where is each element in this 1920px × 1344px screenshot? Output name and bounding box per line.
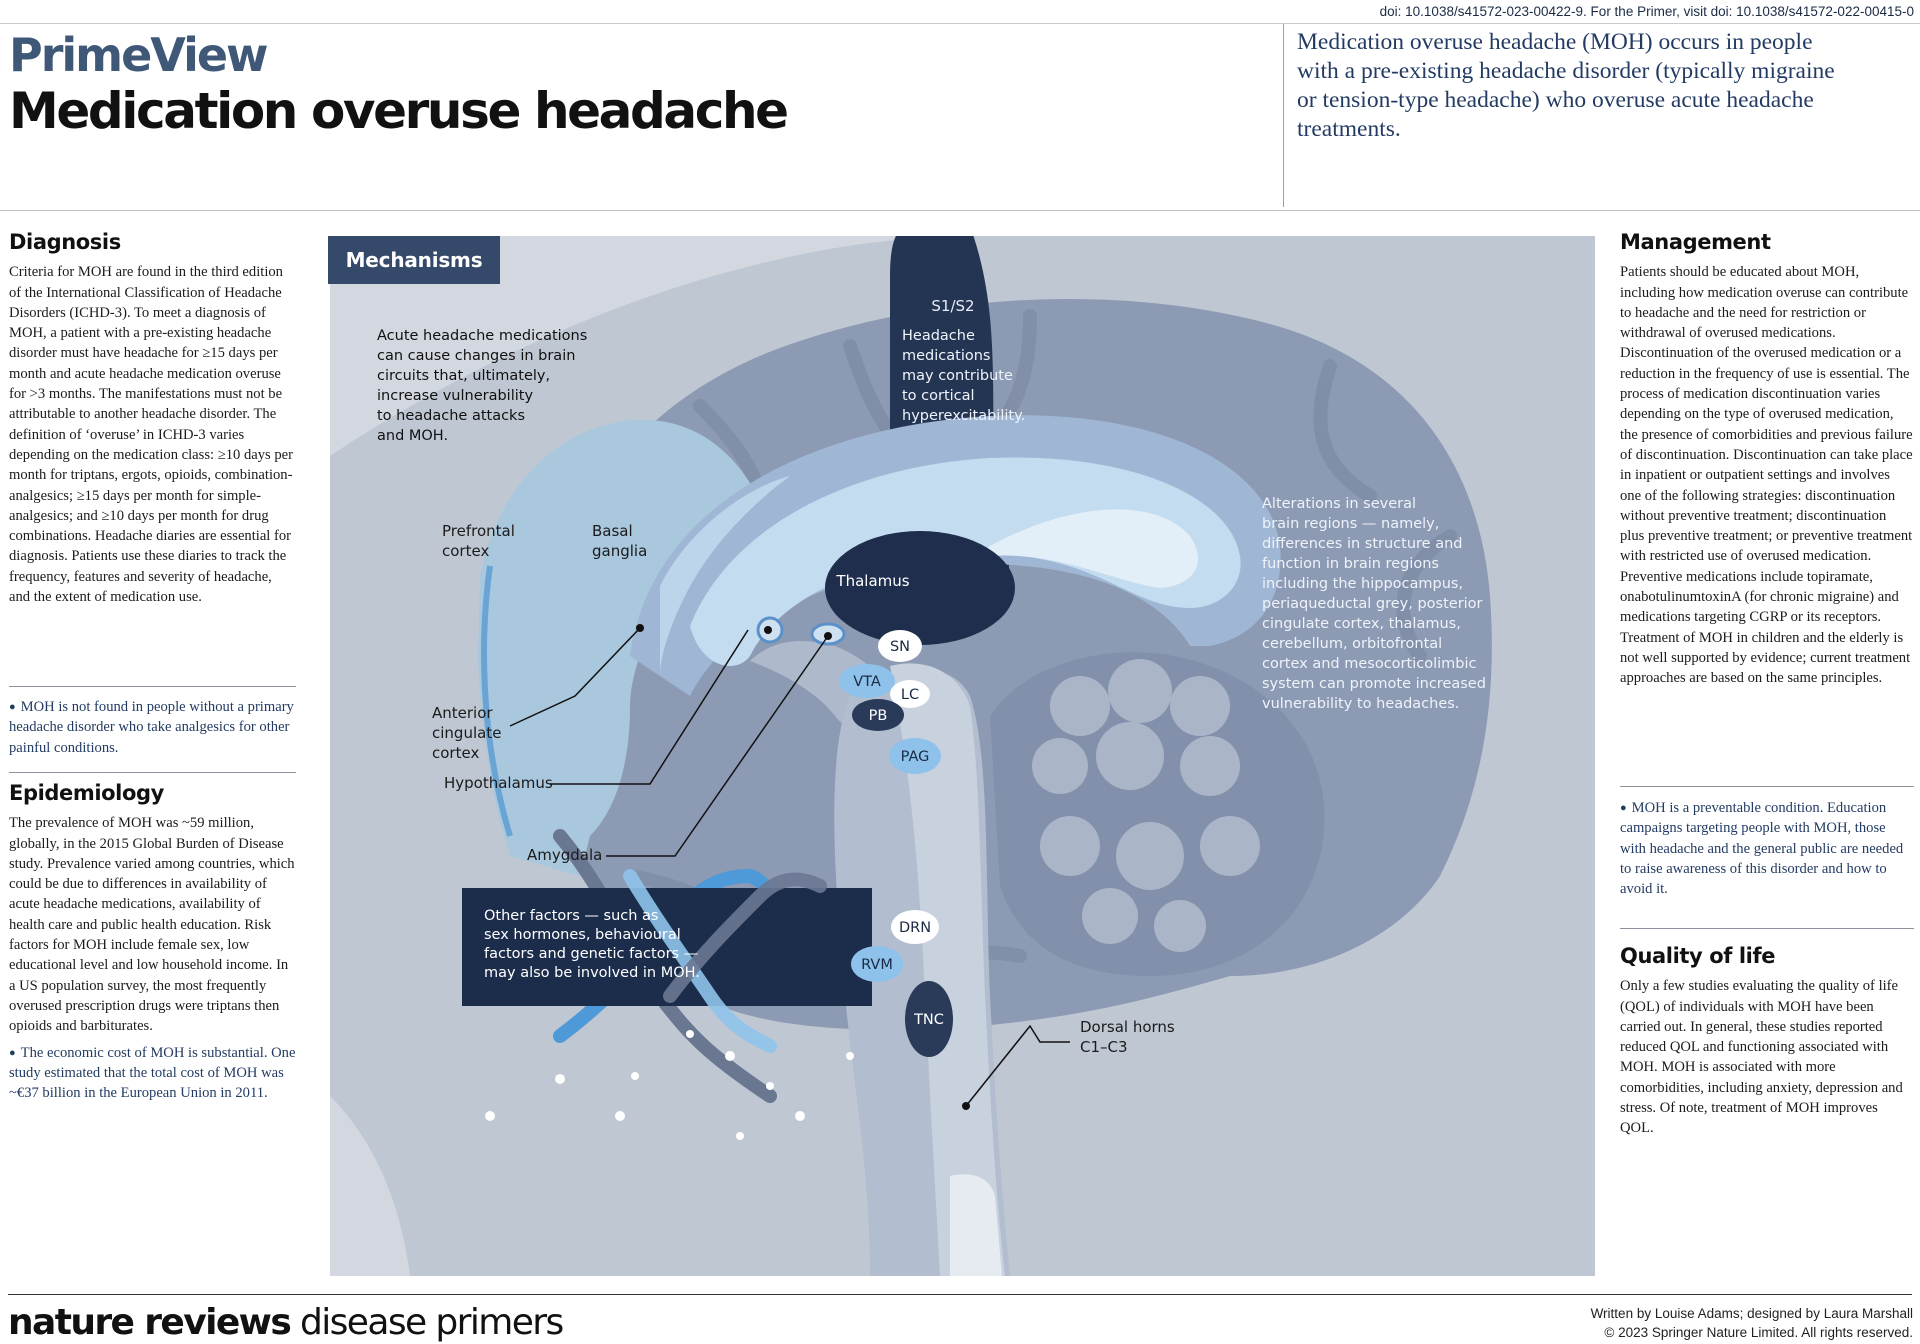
epidemiology-section: Epidemiology The prevalence of MOH was ~… — [9, 781, 296, 1104]
lc-label: LC — [901, 687, 919, 703]
diagnosis-highlight-box: MOH is not found in people without a pri… — [9, 697, 296, 758]
diagnosis-body: Criteria for MOH are found in the third … — [9, 264, 294, 606]
journal-brand: nature reviews disease primers — [8, 1302, 564, 1343]
divider — [9, 772, 296, 773]
page-title: Medication overuse headache — [9, 82, 789, 140]
lc-node — [890, 680, 930, 708]
management-body: Patients should be educated about MOH, i… — [1620, 264, 1913, 687]
vta-label: VTA — [853, 674, 881, 690]
pb-node — [852, 699, 904, 731]
divider — [0, 210, 1920, 211]
management-highlight-box: MOH is a preventable condition. Educatio… — [1620, 798, 1914, 899]
cortical-note: Headache medications may contribute to c… — [902, 328, 1025, 424]
divider — [8, 1294, 1912, 1295]
dorsal-horns-label: Dorsal horns C1–C3 — [1080, 1018, 1180, 1056]
qol-section: Quality of life Only a few studies evalu… — [1620, 944, 1914, 1139]
sn-label: SN — [890, 639, 910, 655]
diagnosis-section: Diagnosis Criteria for MOH are found in … — [9, 230, 296, 607]
dna-helix-overlay — [623, 869, 827, 1053]
tnc-node — [905, 981, 953, 1057]
acute-medications-note: Acute headache medications can cause cha… — [377, 328, 592, 444]
qol-body: Only a few studies evaluating the qualit… — [1620, 978, 1903, 1137]
section-heading: Diagnosis — [9, 230, 121, 254]
summary-text: Medication overuse headache (MOH) occurs… — [1297, 29, 1835, 142]
basal-ganglia-label: Basal ganglia — [592, 522, 647, 560]
alterations-note: Alterations in several brain regions — n… — [1262, 496, 1491, 712]
other-factors-text: Other factors — such as sex hormones, be… — [484, 908, 703, 981]
doi-line: doi: 10.1038/s41572-023-00422-9. For the… — [1379, 4, 1914, 19]
section-heading: Epidemiology — [9, 781, 164, 805]
brand-bold: nature reviews — [8, 1302, 292, 1343]
leader-lines — [509, 627, 1070, 1107]
divider — [0, 23, 1920, 24]
copyright: © 2023 Springer Nature Limited. All righ… — [1604, 1325, 1913, 1340]
prefrontal-label: Prefrontal cortex — [442, 522, 520, 560]
brain-illustration: Other factors — such as sex hormones, be… — [330, 236, 1595, 1276]
epidemiology-body: The prevalence of MOH was ~59 million, g… — [9, 815, 295, 1035]
drn-label: DRN — [899, 920, 931, 936]
management-section: Management Patients should be educated a… — [1620, 230, 1914, 689]
divider — [9, 686, 296, 687]
acc-label: Anterior cingulate cortex — [432, 704, 506, 762]
credits: Written by Louise Adams; designed by Lau… — [1313, 1304, 1913, 1342]
cerebellum-folia — [1032, 659, 1260, 952]
series-name: PrimeView — [9, 28, 269, 82]
basal-ganglia-region — [690, 457, 1241, 666]
author-credit: Written by Louise Adams; designed by Lau… — [1590, 1306, 1913, 1321]
epidemiology-highlight: The economic cost of MOH is substantial.… — [9, 1043, 296, 1104]
divider — [1620, 786, 1914, 787]
management-highlight: MOH is a preventable condition. Educatio… — [1620, 798, 1914, 899]
brand-light: disease primers — [300, 1302, 564, 1343]
section-heading: Quality of life — [1620, 944, 1776, 968]
pag-label: PAG — [901, 749, 930, 765]
pag-node — [889, 738, 941, 774]
section-heading: Management — [1620, 230, 1771, 254]
thalamus-label: Thalamus — [835, 572, 909, 590]
s1s2-label: S1/S2 — [931, 297, 974, 315]
drn-node — [891, 910, 939, 944]
vta-node — [839, 664, 895, 698]
rvm-node — [851, 946, 903, 982]
tnc-label: TNC — [913, 1012, 944, 1028]
pb-label: PB — [869, 708, 888, 724]
other-factors-box — [462, 888, 872, 1006]
sn-node — [878, 630, 922, 662]
thalamus-region — [825, 531, 1015, 645]
diagnosis-highlight: MOH is not found in people without a pri… — [9, 697, 296, 758]
divider — [1283, 24, 1284, 207]
nuclei: SN VTA LC PB PAG DRN RVM TNC — [839, 630, 953, 1057]
divider — [1620, 928, 1914, 929]
mechanisms-panel: Other factors — such as sex hormones, be… — [330, 236, 1595, 1276]
hypothalamus-label: Hypothalamus — [444, 774, 553, 792]
rvm-label: RVM — [861, 957, 893, 973]
particle-dots — [485, 1030, 854, 1140]
leader-dots — [636, 624, 970, 1110]
amygdala-label: Amygdala — [527, 846, 602, 864]
mechanisms-tab: Mechanisms — [328, 236, 500, 284]
